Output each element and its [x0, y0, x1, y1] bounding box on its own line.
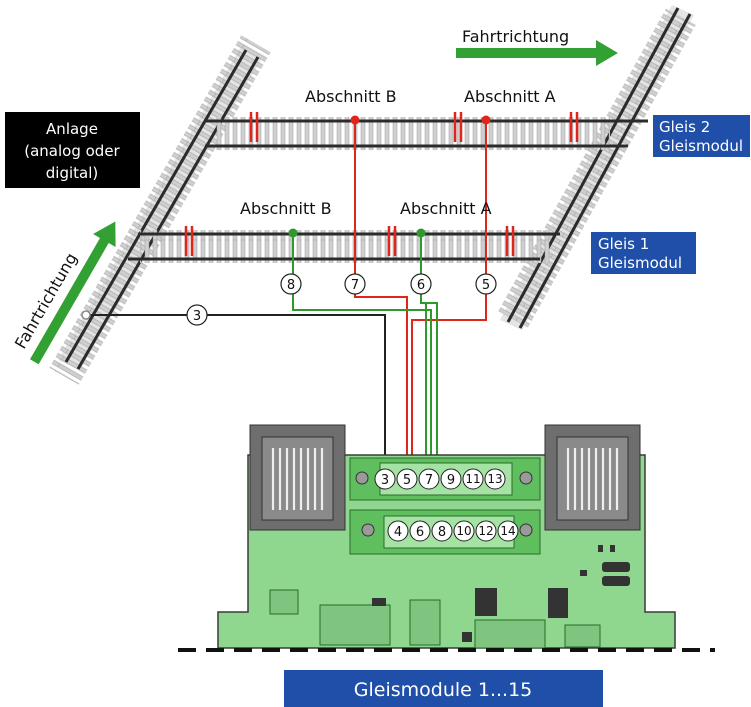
terminal-8: 8 [431, 520, 453, 542]
terminal-12: 12 [475, 520, 497, 542]
terminal-row-top: 3 5 7 9 11 13 [374, 468, 506, 490]
terminal-11: 11 [462, 468, 484, 490]
feeder-points [81, 115, 491, 320]
track-gleis1 [128, 226, 560, 263]
svg-text:Anlage: Anlage [46, 120, 98, 138]
isolation-joints-bottom [184, 226, 515, 256]
svg-text:3: 3 [193, 309, 201, 324]
svg-text:Gleis 1: Gleis 1 [598, 235, 649, 253]
wire-marker-3: 3 [186, 304, 208, 326]
terminal-14: 14 [497, 520, 519, 542]
label-abschnitt-b-bottom: Abschnitt B [240, 199, 332, 218]
svg-text:Gleis 2: Gleis 2 [659, 118, 710, 136]
label-abschnitt-b-top: Abschnitt B [305, 87, 397, 106]
svg-text:8: 8 [438, 525, 446, 540]
svg-text:digital): digital) [46, 164, 98, 182]
label-abschnitt-a-top: Abschnitt A [464, 87, 556, 106]
svg-text:(analog oder: (analog oder [24, 142, 120, 160]
svg-text:Gleismodule 1...15: Gleismodule 1...15 [354, 679, 533, 701]
wire-marker-5: 5 [475, 273, 497, 295]
svg-text:Gleismodul: Gleismodul [659, 137, 743, 155]
svg-text:7: 7 [351, 278, 359, 293]
gleis2-label: Gleis 2 Gleismodul [653, 115, 750, 157]
terminal-9: 9 [440, 468, 462, 490]
terminal-3: 3 [374, 468, 396, 490]
svg-text:9: 9 [447, 473, 455, 488]
svg-text:11: 11 [465, 472, 480, 486]
terminal-row-bottom: 4 6 8 10 12 14 [387, 520, 519, 542]
terminal-10: 10 [453, 520, 475, 542]
svg-text:5: 5 [403, 473, 411, 488]
anlage-box: Anlage (analog oder digital) [5, 112, 140, 188]
svg-text:6: 6 [416, 525, 424, 540]
svg-text:12: 12 [478, 524, 493, 538]
label-abschnitt-a-bottom: Abschnitt A [400, 199, 492, 218]
svg-text:4: 4 [394, 525, 402, 540]
svg-text:6: 6 [417, 278, 425, 293]
terminal-7: 7 [418, 468, 440, 490]
svg-text:10: 10 [456, 524, 471, 538]
terminal-6: 6 [409, 520, 431, 542]
diagonal-track-left [49, 35, 271, 385]
terminal-5: 5 [396, 468, 418, 490]
svg-text:14: 14 [500, 524, 515, 538]
isolation-joints-top [249, 112, 579, 142]
wire-marker-6: 6 [410, 273, 432, 295]
svg-text:5: 5 [482, 278, 490, 293]
wires [86, 120, 487, 530]
svg-text:3: 3 [381, 473, 389, 488]
terminal-4: 4 [387, 520, 409, 542]
svg-text:Gleismodul: Gleismodul [598, 254, 682, 272]
terminal-13: 13 [484, 468, 506, 490]
svg-text:8: 8 [287, 278, 295, 293]
svg-text:13: 13 [487, 472, 502, 486]
gleis1-label: Gleis 1 Gleismodul [591, 232, 696, 274]
wire-marker-7: 7 [344, 273, 366, 295]
footer-label: Gleismodule 1...15 [284, 670, 603, 707]
wire-marker-8: 8 [280, 273, 302, 295]
direction-arrow-top: Fahrtrichtung [456, 27, 618, 66]
track-gleis2 [205, 112, 648, 150]
svg-text:7: 7 [425, 473, 433, 488]
svg-text:Fahrtrichtung: Fahrtrichtung [462, 27, 569, 46]
